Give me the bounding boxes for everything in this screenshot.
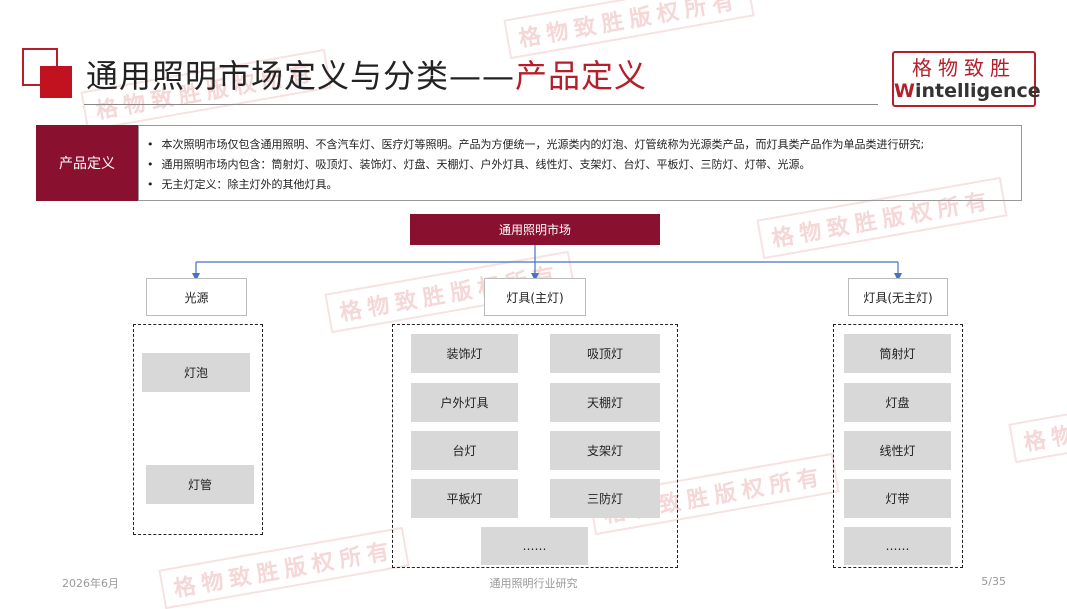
item-high-bay-lamp: 天棚灯 xyxy=(550,383,660,422)
item-light-strip: 灯带 xyxy=(844,479,951,518)
group-main-lamp xyxy=(392,324,678,568)
item-outdoor-lamp: 户外灯具 xyxy=(411,383,518,422)
definition-body: 本次照明市场仅包含通用照明、不含汽车灯、医疗灯等照明。产品为方便统一，光源类内的… xyxy=(138,125,1022,201)
brand-logo: 格物致胜 Wintelligence xyxy=(892,51,1041,107)
item-triproof-lamp: 三防灯 xyxy=(550,479,660,518)
definition-line: 本次照明市场仅包含通用照明、不含汽车灯、医疗灯等照明。产品为方便统一，光源类内的… xyxy=(147,135,1013,155)
item-decorative-lamp: 装饰灯 xyxy=(411,334,518,373)
title-decoration-square xyxy=(40,66,72,98)
logo-chinese: 格物致胜 xyxy=(912,56,1016,80)
category-light-source: 光源 xyxy=(146,278,247,316)
title-main: 通用照明市场定义与分类—— xyxy=(86,57,516,95)
category-main-lamp: 灯具(主灯) xyxy=(484,278,586,316)
page-title: 通用照明市场定义与分类——产品定义 xyxy=(86,54,647,98)
definition-line: 无主灯定义：除主灯外的其他灯具。 xyxy=(147,175,1013,195)
item-ceiling-lamp: 吸顶灯 xyxy=(550,334,660,373)
item-more: …… xyxy=(844,527,951,565)
item-panel-lamp: 平板灯 xyxy=(411,479,518,518)
item-downlight: 筒射灯 xyxy=(844,334,951,373)
page-number: 5/35 xyxy=(981,575,1006,588)
item-desk-lamp: 台灯 xyxy=(411,431,518,470)
title-divider xyxy=(84,104,878,105)
logo-english: Wintelligence xyxy=(894,80,1041,102)
category-no-main-lamp: 灯具(无主灯) xyxy=(848,278,948,316)
definition-line: 通用照明市场内包含：筒射灯、吸顶灯、装饰灯、灯盘、天棚灯、户外灯具、线性灯、支架… xyxy=(147,155,1013,175)
item-more: …… xyxy=(481,527,588,565)
footer-date: 2026年6月 xyxy=(62,577,119,590)
group-light-source xyxy=(133,324,263,535)
title-highlight: 产品定义 xyxy=(515,57,648,95)
item-tube: 灯管 xyxy=(146,465,254,504)
item-light-panel: 灯盘 xyxy=(844,383,951,422)
item-linear-lamp: 线性灯 xyxy=(844,431,951,470)
footer-report-title: 通用照明行业研究 xyxy=(489,577,578,590)
group-no-main-lamp xyxy=(833,324,963,568)
root-node: 通用照明市场 xyxy=(410,214,660,245)
item-bracket-lamp: 支架灯 xyxy=(550,431,660,470)
item-bulb: 灯泡 xyxy=(142,353,250,392)
definition-label: 产品定义 xyxy=(36,125,138,201)
